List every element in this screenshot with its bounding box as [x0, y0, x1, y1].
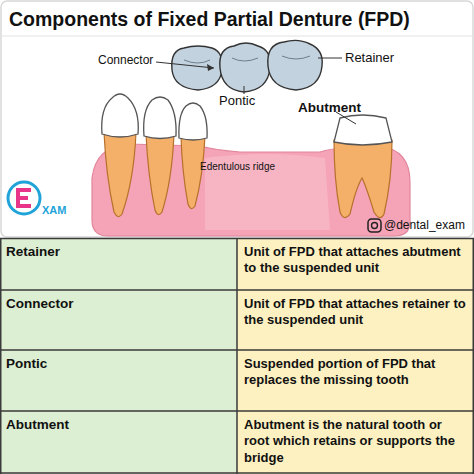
retainer-unit: [268, 40, 322, 90]
watermark: XAM: [42, 204, 66, 218]
table-cell: Pontic: [6, 356, 230, 373]
prepared-tooth: [334, 115, 392, 145]
logo-ring: [8, 182, 40, 214]
instagram-icon: [372, 223, 378, 229]
bridge-unit: [172, 46, 223, 90]
cusp-lines: [184, 56, 310, 63]
leader-head: [207, 64, 214, 71]
instagram-icon: [368, 219, 381, 232]
table-cell: Suspended portion of FPD that replaces t…: [244, 356, 470, 389]
title: Components of Fixed Partial Denture (FPD…: [9, 7, 410, 31]
tooth-root: [146, 134, 174, 215]
table-cell: Connector: [6, 296, 230, 313]
part-name: Pontic: [219, 93, 255, 109]
tooth-crown: [144, 97, 176, 139]
table-cell: Abutment is the natural tooth or root wh…: [244, 417, 470, 466]
frame: [1, 1, 473, 237]
title-rule: [0, 36, 474, 37]
tooth-crown: [179, 103, 207, 140]
tooth-root: [104, 132, 136, 217]
table-cell: Abutment: [6, 417, 230, 434]
watermark: @dental_exam: [384, 218, 465, 233]
abutment-root: [334, 140, 392, 218]
leader-line: [244, 86, 245, 94]
tooth-root: [181, 136, 205, 209]
table-column: [237, 238, 474, 474]
part-name: Edentulous ridge: [200, 161, 275, 174]
table-cell: Unit of FPD that attaches abutment to th…: [244, 244, 470, 277]
table-grid: [0, 238, 474, 474]
part-name: Retainer: [345, 50, 394, 66]
part-name: Connector: [98, 53, 153, 68]
table-column: [0, 238, 237, 474]
pontic-unit: [220, 43, 270, 92]
table-cell: Unit of FPD that attaches retainer to th…: [244, 296, 470, 329]
leader-line: [318, 58, 342, 59]
logo-mark: [18, 190, 31, 206]
tooth-crown: [102, 94, 139, 137]
table-cell: Retainer: [6, 244, 230, 261]
part-name: Abutment: [298, 100, 361, 117]
leader-line: [156, 62, 214, 68]
